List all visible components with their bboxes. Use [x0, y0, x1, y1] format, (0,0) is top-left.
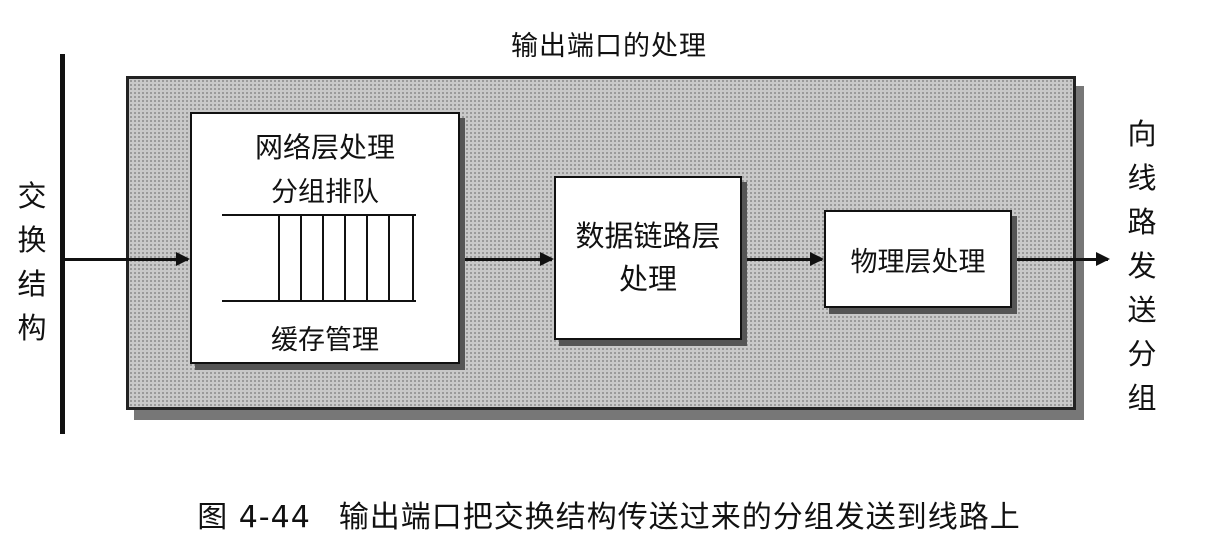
buffer-management-label: 缓存管理 — [271, 325, 379, 356]
data-link-layer-label-line2: 处理 — [618, 262, 677, 296]
physical-layer-box: 物理层处理 — [824, 210, 1012, 308]
queue-slot-divider — [412, 216, 414, 300]
figure-caption: 图 4-44 输出端口把交换结构传送过来的分组发送到线路上 — [0, 492, 1218, 536]
physical-layer-label: 物理层处理 — [850, 246, 986, 278]
figure-caption-text: 输出端口把交换结构传送过来的分组发送到线路上 — [338, 500, 1021, 535]
queue-slot-divider — [388, 216, 390, 300]
switch-fabric-label: 交换结构 — [17, 179, 47, 345]
queue-slot-divider — [300, 216, 302, 300]
data-link-layer-box: 数据链路层 处理 — [554, 176, 742, 340]
queue-slot-divider — [344, 216, 346, 300]
data-link-layer-label-line1: 数据链路层 — [575, 219, 721, 253]
packet-queue-label: 分组排队 — [271, 177, 379, 208]
network-layer-title: 网络层处理 — [254, 131, 395, 164]
arrow-fabric-to-network — [64, 252, 190, 266]
figure-number: 图 4-44 — [197, 500, 311, 535]
queue-slot-divider — [322, 216, 324, 300]
queue-slot-divider — [366, 216, 368, 300]
arrow-datalink-to-physical — [742, 252, 824, 266]
send-to-line-label: 向线路发送分组 — [1127, 117, 1157, 415]
queue-slot-divider — [278, 216, 280, 300]
arrow-physical-to-line — [1012, 252, 1110, 266]
diagram-title: 输出端口的处理 — [511, 31, 707, 62]
switch-fabric-line — [60, 54, 65, 434]
arrow-network-to-datalink — [462, 252, 554, 266]
packet-queue — [222, 214, 416, 302]
network-layer-box: 网络层处理 分组排队 缓存管理 — [190, 112, 460, 364]
